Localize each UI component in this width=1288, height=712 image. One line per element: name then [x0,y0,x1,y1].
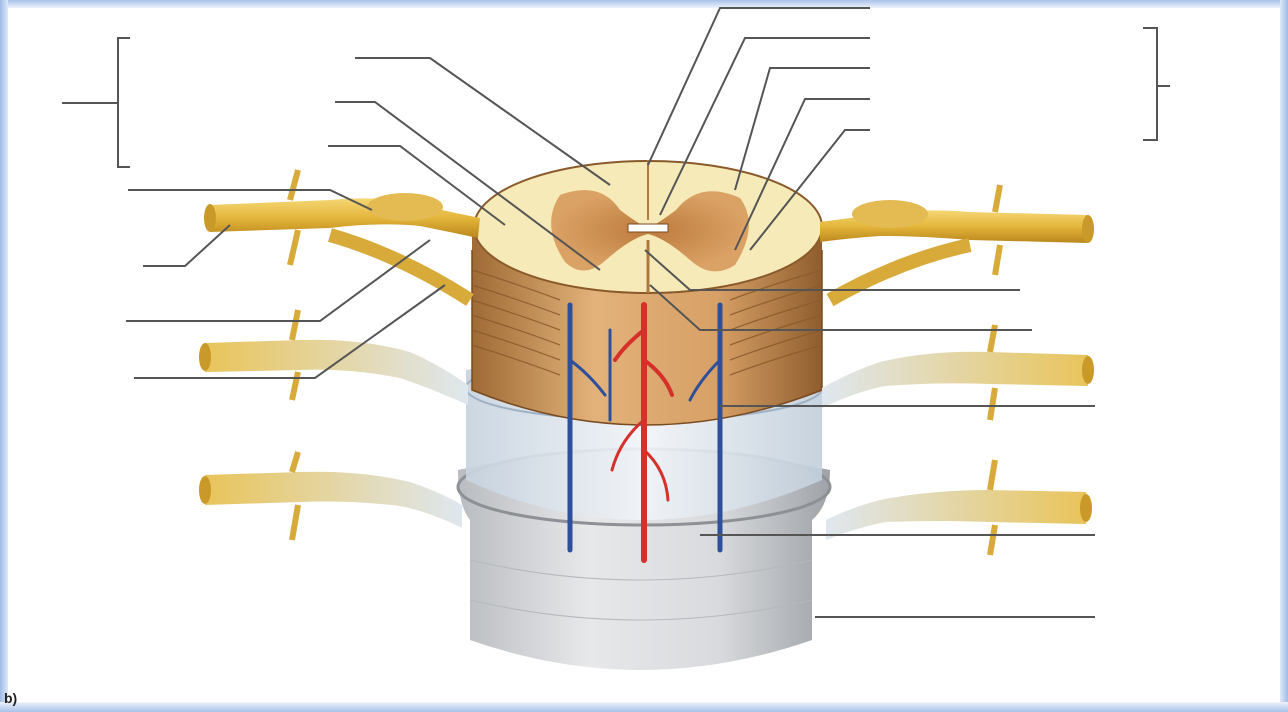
spinal-nerve-right-upper [820,185,1094,300]
spinal-nerve-left-middle [199,310,468,405]
dorsal-root-ganglion-left [367,193,443,221]
bracket-right [1143,28,1170,140]
bracket-left [62,38,130,167]
spinal-nerve-left-lower [199,452,462,540]
central-canal [628,224,668,232]
spinal-nerve-right-lower [826,460,1092,555]
dorsal-root-ganglion-right [852,200,928,228]
leader-line-1 [355,58,610,185]
panel-label: b) [4,690,17,706]
